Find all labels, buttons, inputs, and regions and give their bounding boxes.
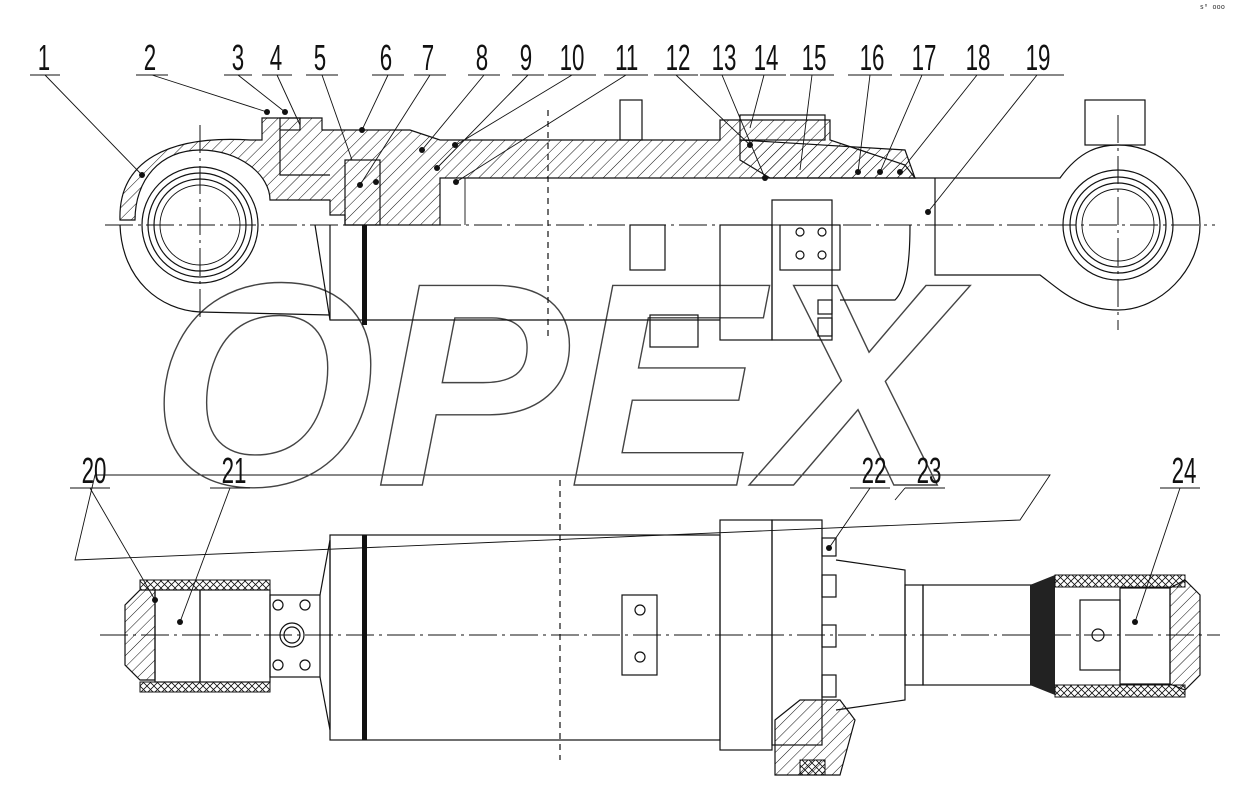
part-number-13: 13 — [712, 39, 737, 79]
part-number-11: 11 — [615, 39, 638, 79]
bottom-external-view — [100, 519, 1220, 776]
corner-mark: s⁰ ooo — [1199, 3, 1225, 11]
top-section-view — [105, 99, 1215, 760]
part-number-24: 24 — [1172, 452, 1197, 492]
part-number-20: 20 — [82, 452, 107, 492]
part-number-8: 8 — [476, 39, 488, 79]
part-number-16: 16 — [860, 39, 885, 79]
part-number-10: 10 — [560, 39, 585, 79]
part-number-4: 4 — [270, 39, 282, 79]
part-number-2: 2 — [144, 39, 156, 79]
part-number-14: 14 — [754, 39, 779, 79]
part-number-18: 18 — [966, 39, 991, 79]
watermark-text: OPEX — [150, 223, 971, 547]
part-number-labels: 1 2 3 4 5 6 7 8 9 10 11 12 13 14 15 16 1… — [38, 39, 1197, 492]
part-number-15: 15 — [802, 39, 827, 79]
part-number-21: 21 — [222, 452, 247, 492]
part-number-3: 3 — [232, 39, 244, 79]
callouts — [30, 74, 1200, 623]
watermark-logo: OPEX — [74, 222, 1051, 561]
part-number-23: 23 — [917, 452, 942, 492]
part-number-17: 17 — [912, 39, 937, 79]
part-number-1: 1 — [38, 39, 50, 79]
part-number-6: 6 — [380, 39, 392, 79]
part-number-9: 9 — [520, 39, 532, 79]
part-number-7: 7 — [422, 39, 434, 79]
part-number-12: 12 — [666, 39, 691, 79]
part-number-22: 22 — [862, 452, 887, 492]
part-number-5: 5 — [314, 39, 326, 79]
part-number-19: 19 — [1026, 39, 1051, 79]
